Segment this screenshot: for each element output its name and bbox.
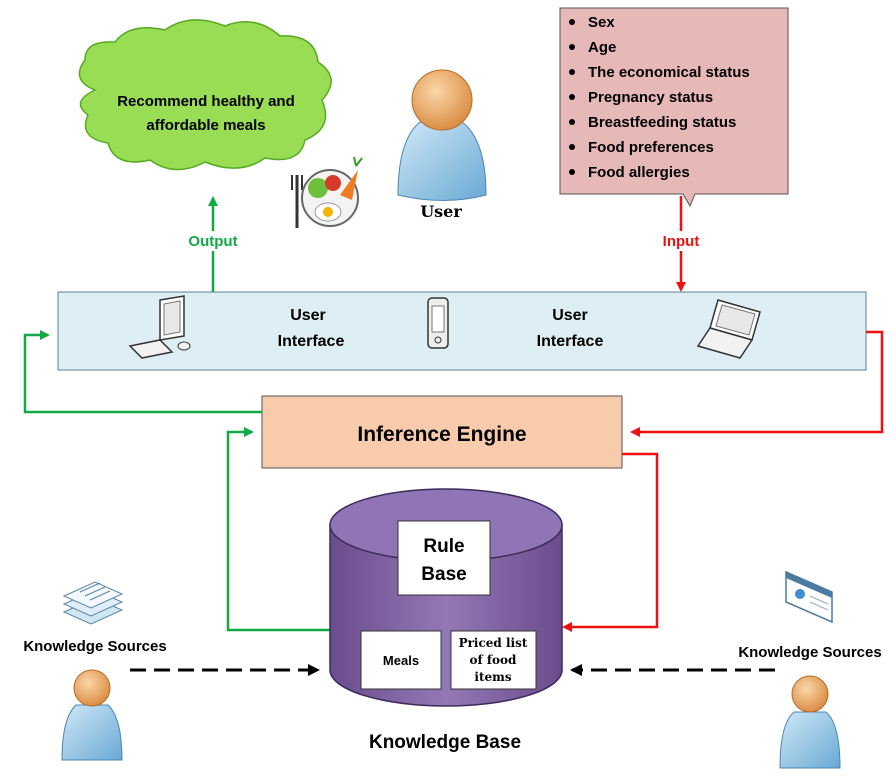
rule-base-line1: Rule [423, 536, 464, 557]
cloud-text-line1: Recommend healthy and [117, 93, 295, 110]
priced-list-line1: Priced list [459, 636, 528, 650]
cloud-text-line2: affordable meals [146, 117, 265, 134]
ui-label-1-line2: Interface [278, 333, 345, 350]
input-item: Food allergies [588, 164, 690, 181]
red-ui-to-engine-arrow [630, 330, 884, 437]
green-engine-to-ui-arrow [23, 330, 262, 414]
knowledge-sources-right-label: Knowledge Sources [738, 644, 881, 661]
input-callout-box: Sex Age The economical status Pregnancy … [559, 7, 789, 208]
ui-label-2-line1: User [552, 307, 588, 324]
input-item: Food preferences [588, 139, 714, 156]
input-item: Sex [588, 14, 615, 31]
priced-list-box [450, 630, 537, 690]
ui-label-2-line2: Interface [537, 333, 604, 350]
laptop-icon [696, 299, 761, 359]
user-label: User [420, 202, 462, 221]
left-expert-person-icon [61, 669, 123, 761]
rule-base-line2: Base [421, 564, 466, 585]
recommendation-cloud: Recommend healthy and affordable meals [78, 19, 332, 171]
documents-stack-icon [62, 581, 124, 625]
green-kb-to-engine-arrow [226, 427, 330, 632]
ui-label-1-line1: User [290, 307, 326, 324]
knowledge-sources-left-label: Knowledge Sources [23, 638, 166, 655]
food-plate-icon [291, 156, 363, 228]
inference-engine-box [261, 395, 623, 469]
input-item: The economical status [588, 64, 750, 81]
right-expert-person-icon [779, 675, 841, 769]
inference-engine-label: Inference Engine [357, 423, 526, 446]
red-engine-to-kb-arrow [562, 452, 659, 632]
input-label-bg [653, 231, 709, 251]
desktop-computer-icon [128, 295, 191, 359]
user-person-icon [397, 69, 487, 201]
input-item: Pregnancy status [588, 89, 713, 106]
web-page-icon [785, 570, 833, 624]
rule-base-box [397, 520, 491, 596]
meals-box [360, 630, 442, 690]
meals-label: Meals [383, 653, 419, 668]
output-label-bg [180, 231, 246, 251]
input-item: Breastfeeding status [588, 114, 736, 131]
input-label: Input [663, 233, 700, 250]
mobile-phone-icon [427, 297, 449, 349]
output-label: Output [188, 233, 237, 250]
priced-list-line2: of food [470, 653, 518, 667]
input-item: Age [588, 39, 616, 56]
knowledge-base-title: Knowledge Base [369, 732, 521, 753]
priced-list-line3: items [474, 670, 511, 684]
